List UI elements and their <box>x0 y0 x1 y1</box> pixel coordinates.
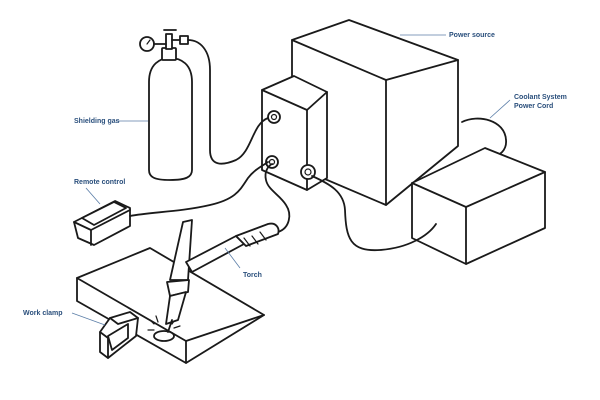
label-power-source: Power source <box>449 31 495 40</box>
label-remote-control: Remote control <box>74 178 125 187</box>
gas-cylinder <box>148 29 193 181</box>
label-coolant-system: Coolant System Power Cord <box>514 93 567 111</box>
leader-torch <box>224 247 241 269</box>
label-work-clamp: Work clamp <box>23 309 63 318</box>
label-remote-control-text: Remote control <box>74 179 126 186</box>
leader-coolant <box>489 99 511 119</box>
power-source-box <box>291 19 459 206</box>
gas-hose <box>187 39 269 165</box>
label-shielding-gas-text: Shielding gas <box>74 118 120 125</box>
leader-remote-control <box>85 187 101 205</box>
label-coolant-line-1: Coolant System <box>514 94 567 101</box>
pressure-gauge-icon <box>139 36 167 52</box>
weld-spark-icon <box>147 315 181 342</box>
label-shielding-gas: Shielding gas <box>74 117 120 126</box>
torch-cable <box>264 163 291 233</box>
remote-control-pedal <box>73 200 131 246</box>
label-work-clamp-text: Work clamp <box>23 310 63 317</box>
ground-cable <box>311 175 437 251</box>
label-torch-text: Torch <box>243 272 262 279</box>
leader-work-clamp <box>71 312 106 326</box>
work-clamp <box>99 311 139 359</box>
label-torch: Torch <box>243 271 262 280</box>
gas-connector <box>267 110 281 124</box>
label-coolant-line-2: Power Cord <box>514 103 554 110</box>
label-power-source-text: Power source <box>449 32 495 39</box>
coolant-unit-box <box>411 147 546 265</box>
control-panel <box>261 75 328 191</box>
welding-torch <box>165 219 280 333</box>
remote-cable <box>129 161 269 217</box>
